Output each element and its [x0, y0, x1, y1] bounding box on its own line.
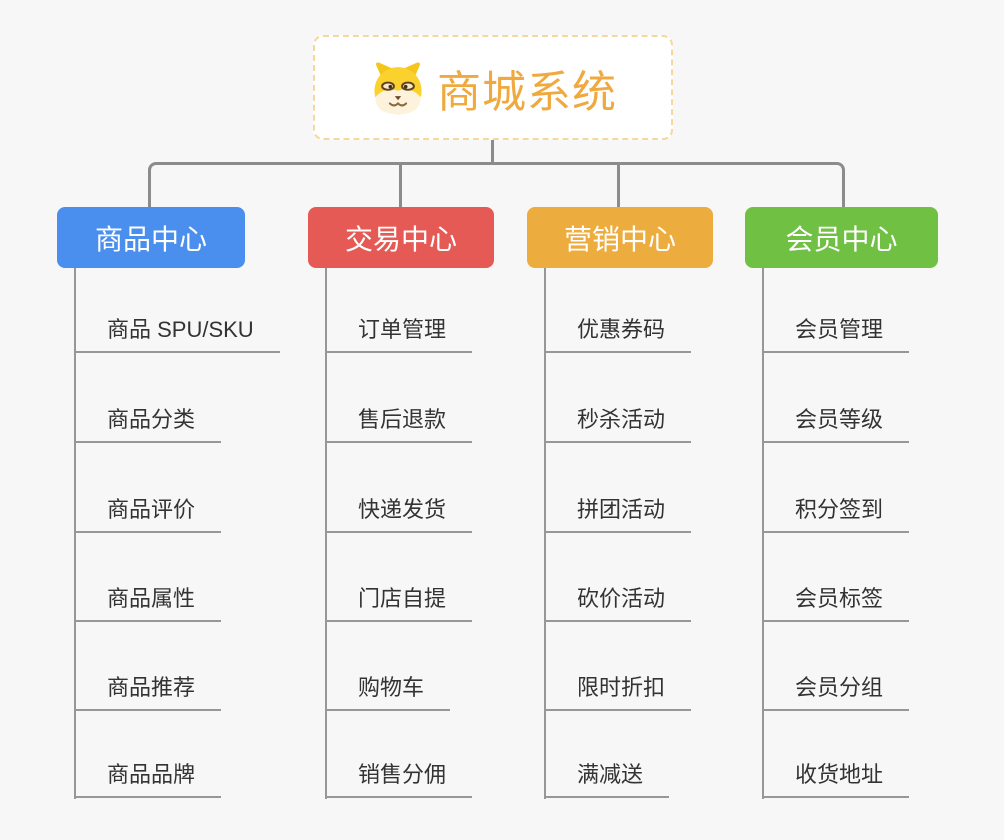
leaf-topic[interactable]: 会员标签: [762, 584, 910, 622]
leaf-column-marketing: 优惠券码 秒杀活动 拼团活动 砍价活动 限时折扣 满减送: [527, 268, 782, 808]
trunk-line: [544, 268, 546, 799]
trunk-line: [74, 268, 76, 799]
leaf-topic[interactable]: 订单管理: [325, 315, 473, 353]
branch-node-trade-center[interactable]: 交易中心: [308, 207, 494, 268]
root-topic-title: 商城系统: [437, 67, 617, 117]
leaf-topic[interactable]: 秒杀活动: [544, 405, 692, 443]
leaf-topic[interactable]: 商品分类: [74, 405, 222, 443]
leaf-topic[interactable]: 门店自提: [325, 584, 473, 622]
leaf-topic[interactable]: 商品推荐: [74, 673, 222, 711]
connector-drop-branch-3: [617, 162, 620, 208]
branch-node-member-center[interactable]: 会员中心: [745, 207, 938, 268]
branch-node-marketing-center[interactable]: 营销中心: [527, 207, 713, 268]
leaf-topic[interactable]: 快递发货: [325, 495, 473, 533]
trunk-line: [762, 268, 764, 799]
leaf-column-product: 商品 SPU/SKU 商品分类 商品评价 商品属性 商品推荐 商品品牌: [57, 268, 312, 808]
leaf-topic[interactable]: 限时折扣: [544, 673, 692, 711]
leaf-topic[interactable]: 会员分组: [762, 673, 910, 711]
leaf-topic[interactable]: 商品评价: [74, 495, 222, 533]
dog-face-icon: [374, 61, 422, 114]
leaf-topic[interactable]: 拼团活动: [544, 495, 692, 533]
leaf-topic[interactable]: 商品属性: [74, 584, 222, 622]
leaf-topic[interactable]: 商品 SPU/SKU: [74, 315, 280, 353]
leaf-topic[interactable]: 满减送: [544, 760, 670, 798]
leaf-topic[interactable]: 优惠券码: [544, 315, 692, 353]
leaf-topic[interactable]: 会员等级: [762, 405, 910, 443]
branch-label: 营销中心: [563, 223, 676, 255]
root-topic-node[interactable]: 商城系统: [313, 35, 673, 140]
connector-horizontal-rail: [148, 162, 845, 208]
leaf-topic[interactable]: 销售分佣: [325, 760, 473, 798]
trunk-line: [325, 268, 327, 799]
leaf-topic[interactable]: 积分签到: [762, 495, 910, 533]
leaf-topic[interactable]: 商品品牌: [74, 760, 222, 798]
leaf-column-member: 会员管理 会员等级 积分签到 会员标签 会员分组 收货地址: [745, 268, 1000, 808]
leaf-topic[interactable]: 售后退款: [325, 405, 473, 443]
connector-drop-branch-2: [399, 162, 402, 208]
branch-label: 会员中心: [785, 223, 898, 255]
leaf-topic[interactable]: 购物车: [325, 673, 451, 711]
leaf-column-trade: 订单管理 售后退款 快递发货 门店自提 购物车 销售分佣: [308, 268, 563, 808]
leaf-topic[interactable]: 会员管理: [762, 315, 910, 353]
leaf-topic[interactable]: 收货地址: [762, 760, 910, 798]
leaf-topic[interactable]: 砍价活动: [544, 584, 692, 622]
branch-label: 交易中心: [344, 223, 457, 255]
connector-root-drop: [491, 138, 494, 164]
branch-node-product-center[interactable]: 商品中心: [57, 207, 245, 268]
branch-label: 商品中心: [94, 223, 207, 255]
